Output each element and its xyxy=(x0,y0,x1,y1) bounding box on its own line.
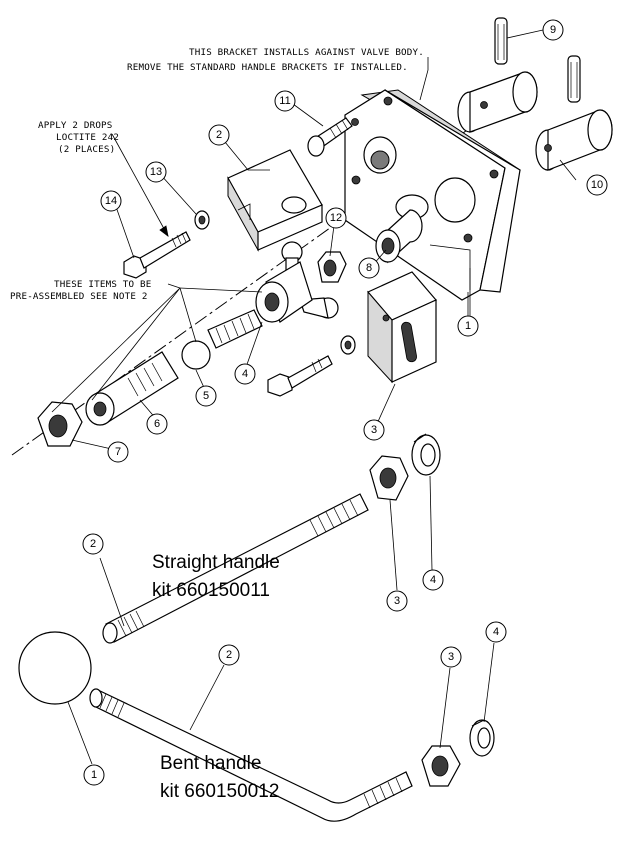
callout-6: 6 xyxy=(146,413,168,435)
callout-bent-2: 2 xyxy=(218,644,240,666)
bent-kit-lock-washer xyxy=(469,719,495,757)
svg-text:4: 4 xyxy=(430,574,436,586)
loctite-note-line-2: LOCTITE 242 xyxy=(56,132,119,143)
part-9-collar-with-pin xyxy=(457,17,538,133)
part-13-washer xyxy=(194,210,210,230)
callout-bent-4: 4 xyxy=(485,621,507,643)
svg-text:9: 9 xyxy=(550,24,556,36)
callout-13: 13 xyxy=(145,161,167,183)
bracket-note-line-2: REMOVE THE STANDARD HANDLE BRACKETS IF I… xyxy=(127,62,408,73)
part-4-swivel-block xyxy=(255,261,313,323)
svg-text:6: 6 xyxy=(154,418,160,430)
callout-4: 4 xyxy=(234,363,256,385)
svg-text:3: 3 xyxy=(394,595,400,607)
callout-12: 12 xyxy=(325,207,347,229)
part-11-socket-bolt xyxy=(307,117,359,157)
part-6-threaded-sleeve xyxy=(85,351,179,426)
callout-14: 14 xyxy=(100,190,122,212)
callout-straight-3: 3 xyxy=(386,590,408,612)
callout-3: 3 xyxy=(363,419,385,441)
svg-text:11: 11 xyxy=(279,95,290,107)
straight-kit-number: kit 660150011 xyxy=(152,580,270,601)
straight-handle-rod xyxy=(102,493,369,644)
bent-handle-rod xyxy=(89,688,413,822)
callout-10: 10 xyxy=(586,174,608,196)
svg-text:13: 13 xyxy=(150,166,162,178)
callout-7: 7 xyxy=(107,441,129,463)
svg-text:7: 7 xyxy=(115,446,121,458)
svg-text:4: 4 xyxy=(493,626,499,638)
bent-kit-title: Bent handle xyxy=(160,753,261,774)
callout-2: 2 xyxy=(208,124,230,146)
svg-text:1: 1 xyxy=(465,320,471,332)
svg-text:12: 12 xyxy=(330,212,342,224)
callout-8: 8 xyxy=(358,257,380,279)
callout-1: 1 xyxy=(457,315,479,337)
loctite-note-line-1: APPLY 2 DROPS xyxy=(38,120,113,131)
part-12-hex-nut xyxy=(317,251,347,283)
callout-bent-1: 1 xyxy=(83,764,105,786)
callout-straight-4: 4 xyxy=(422,569,444,591)
svg-text:5: 5 xyxy=(203,390,209,402)
preassembled-note-line-1: THESE ITEMS TO BE xyxy=(54,279,151,290)
callout-bent-3: 3 xyxy=(440,646,462,668)
lower-hex-bolt xyxy=(267,335,356,397)
bracket-note-line-1: THIS BRACKET INSTALLS AGAINST VALVE BODY… xyxy=(189,47,424,58)
svg-text:14: 14 xyxy=(105,195,117,207)
threaded-stud xyxy=(207,309,263,349)
straight-kit-lock-washer xyxy=(411,433,441,476)
svg-text:2: 2 xyxy=(90,538,96,550)
part-7-hex-nut xyxy=(37,401,83,447)
part-1-mounting-plate xyxy=(344,89,521,322)
svg-text:8: 8 xyxy=(366,262,372,274)
bent-kit-hex-nut xyxy=(421,745,461,787)
preassembled-note-line-2: PRE-ASSEMBLED SEE NOTE 2 xyxy=(10,291,148,302)
loctite-note-line-3: (2 PLACES) xyxy=(58,144,115,155)
callout-11: 11 xyxy=(274,90,296,112)
callout-9: 9 xyxy=(542,19,564,41)
straight-kit-title: Straight handle xyxy=(152,552,280,573)
svg-text:3: 3 xyxy=(371,424,377,436)
svg-text:4: 4 xyxy=(242,368,248,380)
leader-lines xyxy=(51,29,577,765)
callout-5: 5 xyxy=(195,385,217,407)
straight-kit-hex-nut xyxy=(369,455,409,501)
svg-text:1: 1 xyxy=(91,769,97,781)
callout-straight-2: 2 xyxy=(82,533,104,555)
svg-text:2: 2 xyxy=(216,129,222,141)
svg-text:3: 3 xyxy=(448,651,454,663)
part-3-slotted-block xyxy=(367,271,437,384)
knob-ball xyxy=(18,631,92,705)
svg-text:2: 2 xyxy=(226,649,232,661)
part-10-collar-with-pin xyxy=(535,55,613,171)
svg-text:10: 10 xyxy=(591,179,603,191)
bent-kit-number: kit 660150012 xyxy=(160,781,279,802)
part-14-hex-bolt xyxy=(123,231,191,279)
part-2-upper-block xyxy=(227,149,323,252)
